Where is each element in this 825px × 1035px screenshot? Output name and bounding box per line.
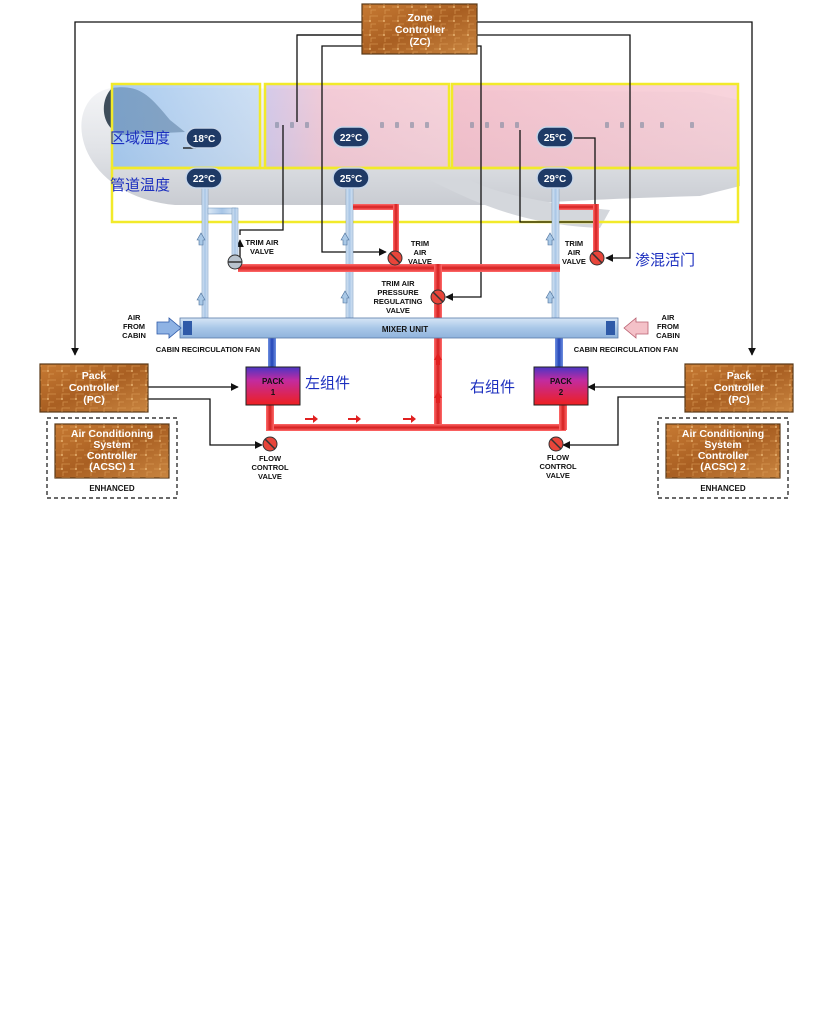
pack2-label-zh: 右组件 xyxy=(470,378,515,396)
svg-text:Zone: Zone xyxy=(407,12,432,24)
fan-right-icon xyxy=(606,321,615,335)
svg-text:PACK: PACK xyxy=(262,377,284,386)
svg-text:CONTROL: CONTROL xyxy=(539,462,576,471)
duct-zone-outline xyxy=(110,166,740,224)
svg-text:TRIM AIR: TRIM AIR xyxy=(245,238,279,247)
svg-text:PRESSURE: PRESSURE xyxy=(377,288,418,297)
trim-valve-label-zh: 渗混活门 xyxy=(635,251,695,269)
enhanced-badge-1: ENHANCED xyxy=(89,484,135,493)
zone-temp-2: 22°C xyxy=(332,126,370,148)
svg-text:Pack: Pack xyxy=(727,370,752,382)
flow-control-valve-left xyxy=(262,436,278,452)
svg-text:System: System xyxy=(93,439,130,451)
svg-text:CABIN: CABIN xyxy=(656,331,680,340)
svg-text:VALVE: VALVE xyxy=(258,472,282,481)
svg-text:CABIN RECIRCULATION FAN: CABIN RECIRCULATION FAN xyxy=(156,345,260,354)
fan-left-icon xyxy=(183,321,192,335)
svg-text:25°C: 25°C xyxy=(340,174,362,185)
trim-air-pressure-regulating-valve xyxy=(430,289,446,305)
svg-text:Air Conditioning: Air Conditioning xyxy=(682,428,764,440)
zone-2 xyxy=(263,82,451,170)
flow-control-valve-right xyxy=(548,436,564,452)
svg-text:TRIM: TRIM xyxy=(565,239,583,248)
svg-text:25°C: 25°C xyxy=(544,133,566,144)
cold-ducts xyxy=(201,185,563,368)
zone-1 xyxy=(110,82,262,170)
zone-temp-1: 18°C xyxy=(185,127,223,149)
svg-text:29°C: 29°C xyxy=(544,174,566,185)
svg-text:(ZC): (ZC) xyxy=(410,36,431,48)
pack-controller-left: Pack Controller (PC) xyxy=(39,363,149,413)
svg-text:Air Conditioning: Air Conditioning xyxy=(71,428,153,440)
svg-text:PACK: PACK xyxy=(550,377,572,386)
svg-text:REGULATING: REGULATING xyxy=(373,297,422,306)
svg-text:(PC): (PC) xyxy=(728,394,750,406)
zone-temp-label: 区域温度 xyxy=(110,129,170,147)
enhanced-badge-2: ENHANCED xyxy=(700,484,746,493)
mixer-unit: MIXER UNIT xyxy=(156,317,649,339)
pack-controller-right: Pack Controller (PC) xyxy=(684,363,794,413)
svg-text:VALVE: VALVE xyxy=(386,306,410,315)
acsc-2: Air Conditioning System Controller (ACSC… xyxy=(657,417,789,499)
svg-text:(ACSC) 2: (ACSC) 2 xyxy=(700,461,746,473)
svg-text:FLOW: FLOW xyxy=(547,453,570,462)
svg-text:Controller: Controller xyxy=(698,450,748,462)
svg-text:AIR: AIR xyxy=(662,313,676,322)
svg-text:2: 2 xyxy=(559,388,564,397)
svg-text:System: System xyxy=(704,439,741,451)
pack1-label-zh: 左组件 xyxy=(305,374,350,392)
svg-text:AIR: AIR xyxy=(414,248,428,257)
acsc-1: Air Conditioning System Controller (ACSC… xyxy=(46,417,178,499)
pack-2: PACK 2 xyxy=(533,366,589,406)
temp-pills: 18°C 22°C 25°C 22°C 25°C 29°C xyxy=(185,126,574,189)
svg-text:Controller: Controller xyxy=(69,382,119,394)
svg-text:(PC): (PC) xyxy=(83,394,105,406)
svg-text:(ACSC) 1: (ACSC) 1 xyxy=(89,461,135,473)
svg-text:CABIN: CABIN xyxy=(122,331,146,340)
trim-air-valve-right xyxy=(589,250,605,266)
duct-temp-label: 管道温度 xyxy=(110,176,170,194)
fuselage-windows xyxy=(275,122,694,128)
trim-air-valve-mid xyxy=(387,250,403,266)
mixer-label: MIXER UNIT xyxy=(382,325,428,334)
svg-text:VALVE: VALVE xyxy=(250,247,274,256)
flow-arrows xyxy=(196,232,555,423)
hot-ducts xyxy=(238,204,599,431)
svg-text:Controller: Controller xyxy=(714,382,764,394)
duct-temp-2: 25°C xyxy=(332,167,370,189)
zone-controller: Zone Controller (ZC) xyxy=(361,3,478,55)
diagram-canvas: MIXER UNIT PACK 1 PACK 2 xyxy=(39,3,794,499)
svg-text:FROM: FROM xyxy=(657,322,679,331)
svg-text:18°C: 18°C xyxy=(193,134,215,145)
svg-text:22°C: 22°C xyxy=(193,174,215,185)
arrow-right-icon xyxy=(156,317,182,339)
svg-text:TRIM: TRIM xyxy=(411,239,429,248)
svg-text:Controller: Controller xyxy=(395,24,445,36)
svg-text:TRIM AIR: TRIM AIR xyxy=(381,279,415,288)
svg-text:1: 1 xyxy=(271,388,276,397)
svg-text:VALVE: VALVE xyxy=(408,257,432,266)
svg-text:AIR: AIR xyxy=(128,313,142,322)
control-signal-lines xyxy=(71,21,756,449)
trim-air-valve-left xyxy=(227,254,243,270)
component-labels: TRIM AIR VALVE TRIM AIR VALVE TRIM AIR V… xyxy=(122,238,680,481)
duct-temp-3: 29°C xyxy=(536,167,574,189)
svg-text:Pack: Pack xyxy=(82,370,107,382)
svg-text:CONTROL: CONTROL xyxy=(251,463,288,472)
svg-text:FLOW: FLOW xyxy=(259,454,282,463)
svg-text:VALVE: VALVE xyxy=(562,257,586,266)
diagram-reflection: MIXER UNIT PACK 1 PACK 2 xyxy=(0,500,825,700)
zone-temp-3: 25°C xyxy=(536,126,574,148)
svg-text:AIR: AIR xyxy=(568,248,582,257)
air-conditioning-diagram: MIXER UNIT PACK 1 PACK 2 xyxy=(0,0,825,500)
arrow-left-icon xyxy=(623,317,649,339)
pack-1: PACK 1 xyxy=(245,366,301,406)
svg-text:FROM: FROM xyxy=(123,322,145,331)
duct-temp-1: 22°C xyxy=(185,167,223,189)
svg-text:VALVE: VALVE xyxy=(546,471,570,480)
svg-text:CABIN RECIRCULATION FAN: CABIN RECIRCULATION FAN xyxy=(574,345,678,354)
svg-text:Controller: Controller xyxy=(87,450,137,462)
svg-text:22°C: 22°C xyxy=(340,133,362,144)
